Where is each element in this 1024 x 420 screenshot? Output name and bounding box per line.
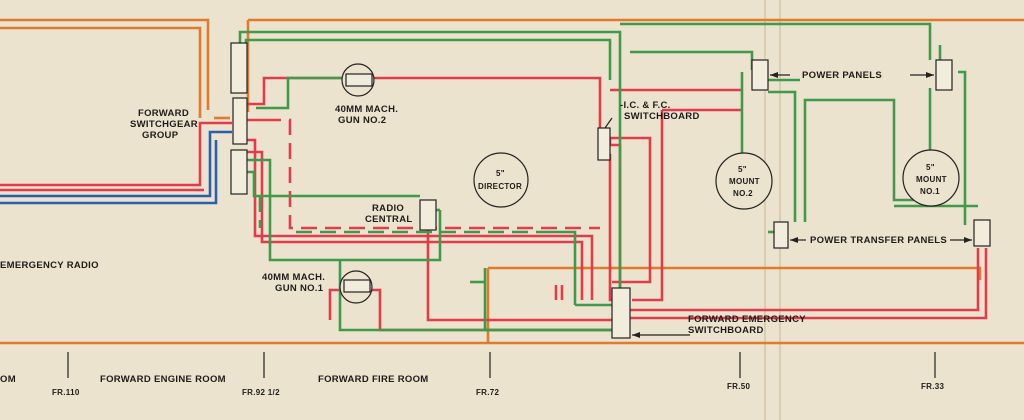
label-power-panels: POWER PANELS: [802, 70, 882, 81]
label-central: CENTRAL: [365, 214, 413, 225]
label-fr72: FR.72: [476, 388, 500, 397]
label-forward-engine-room: FORWARD ENGINE ROOM: [100, 374, 226, 385]
power-transfer-panel-box-2: [973, 219, 991, 247]
switchgear-box-2: [232, 97, 248, 145]
power-panel-box-2: [935, 59, 953, 91]
label-group: GROUP: [142, 130, 179, 141]
label-fr33: FR.33: [921, 382, 945, 391]
label-gun2-line2: GUN NO.2: [338, 115, 386, 126]
label-fr92: FR.92 1/2: [242, 388, 280, 397]
label-gun1-line1: 40MM MACH.: [262, 272, 325, 283]
power-panel-box-1: [751, 59, 769, 91]
mount-no1-circle: [902, 149, 960, 207]
label-mount1-size: 5": [926, 163, 935, 172]
label-fr110: FR.110: [52, 388, 80, 397]
label-icfc-line2: SWITCHBOARD: [624, 111, 700, 122]
label-fwd-emergency-swbd: SWITCHBOARD: [688, 325, 764, 336]
blue-circuit: [0, 130, 232, 205]
gun-no1: [339, 270, 373, 304]
label-switchgear: SWITCHGEAR: [130, 119, 198, 130]
radio-central-box: [419, 199, 437, 231]
label-gun1-line2: GUN NO.1: [275, 283, 324, 294]
label-icfc-line1: -I.C. & F.C.: [620, 100, 671, 111]
label-room-left: OM: [0, 374, 16, 385]
label-director: DIRECTOR: [478, 182, 522, 191]
power-transfer-panel-box-1: [773, 221, 789, 249]
forward-emergency-switchboard-box: [611, 287, 631, 339]
ic-fc-switchboard-box: [597, 127, 611, 161]
mount-no2-circle: [715, 152, 773, 210]
label-power-transfer-panels: POWER TRANSFER PANELS: [810, 235, 947, 246]
label-mount1-no: NO.1: [920, 187, 940, 196]
label-mount1-mount: MOUNT: [916, 175, 947, 184]
label-forward-fire-room: FORWARD FIRE ROOM: [318, 374, 428, 385]
switchgear-box-3: [230, 149, 248, 195]
label-mount2-no: NO.2: [733, 189, 753, 198]
label-fwd-emergency: FORWARD EMERGENCY: [688, 314, 806, 325]
label-forward: FORWARD: [138, 108, 189, 119]
frame-markers: [67, 352, 936, 378]
director-circle: [473, 152, 529, 208]
leader-lines: [604, 72, 972, 338]
forward-switchgear-group: [230, 42, 248, 195]
label-mount2-mount: MOUNT: [729, 177, 760, 186]
label-mount2-size: 5": [738, 165, 747, 174]
orange-circuits: [0, 18, 1024, 345]
gun-no2: [341, 63, 375, 97]
label-radio: RADIO: [372, 203, 404, 214]
label-emergency-radio: EMERGENCY RADIO: [0, 260, 99, 271]
switchgear-box-1: [230, 42, 248, 94]
label-fr50: FR.50: [727, 382, 751, 391]
label-gun2-line1: 40MM MACH.: [335, 104, 398, 115]
label-director-size: 5": [496, 169, 505, 178]
